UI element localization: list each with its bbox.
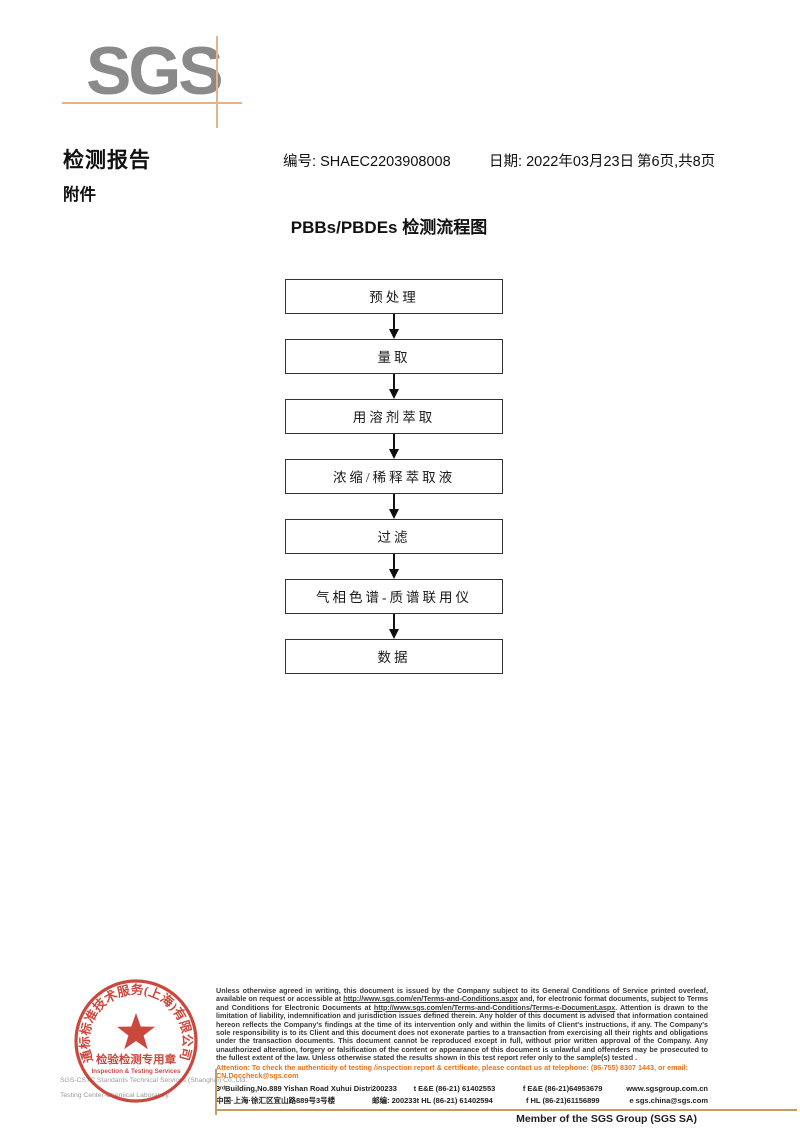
footer-vertical-rule xyxy=(215,1069,217,1115)
address-row-en: 3ʳᵈBuilding,No.889 Yishan Road Xuhui Dis… xyxy=(216,1083,708,1095)
disclaimer-text-1: Unless otherwise agreed in writing, this… xyxy=(216,986,708,1004)
flow-step-label: 量取 xyxy=(377,350,411,365)
telephone-1: t E&E (86-21) 61402553 xyxy=(413,1084,496,1094)
flow-step-label: 过滤 xyxy=(377,530,411,545)
flow-step-concentrate-dilute: 浓缩/稀释萃取液 xyxy=(285,459,503,494)
flowchart: 预处理 量取 用溶剂萃取 浓缩/稀释萃取液 过滤 气相色谱-质谱联用仪 数据 xyxy=(285,279,503,674)
company-name-en: SGS-CSTC Standards Technical Services (S… xyxy=(60,1073,247,1103)
flow-step-label: 预处理 xyxy=(369,290,419,305)
flow-arrow-down-icon xyxy=(285,374,503,399)
address-cn: 中国·上海·徐汇区宜山路889号3号楼 xyxy=(216,1095,336,1105)
flow-step-filtration: 过滤 xyxy=(285,519,503,554)
flow-step-label: 气相色谱-质谱联用仪 xyxy=(316,590,472,605)
stamp-star-icon xyxy=(117,1013,155,1050)
fax-1: f E&E (86-21)64953679 xyxy=(522,1084,603,1094)
flow-arrow-down-icon xyxy=(285,314,503,339)
sgs-logo: SGS xyxy=(86,33,224,109)
footer-text-column: Unless otherwise agreed in writing, this… xyxy=(216,986,708,1106)
logo-vertical-rule xyxy=(216,36,218,128)
website-link[interactable]: www.sgsgroup.com.cn xyxy=(626,1084,709,1094)
logo-horizontal-rule xyxy=(62,102,242,104)
report-number: 编号: SHAEC2203908008 xyxy=(283,150,451,171)
disclaimer-text-2: and, for electronic format documents, su… xyxy=(216,994,708,1012)
flow-arrow-down-icon xyxy=(285,434,503,459)
postcode-en: 200233 xyxy=(371,1084,397,1094)
flow-step-pretreatment: 预处理 xyxy=(285,279,503,314)
report-number-label: 编号: xyxy=(283,154,317,170)
attachment-label: 附件 xyxy=(63,185,96,204)
email-link[interactable]: e sgs.china@sgs.com xyxy=(629,1095,708,1105)
company-line1: SGS-CSTC Standards Technical Services (S… xyxy=(60,1077,247,1084)
disclaimer-text-3: . Attention is drawn to the limitation o… xyxy=(216,1002,708,1063)
attention-notice: Attention: To check the authenticity of … xyxy=(216,1062,688,1081)
flow-step-label: 用溶剂萃取 xyxy=(352,410,436,425)
flow-step-measure: 量取 xyxy=(285,339,503,374)
flow-arrow-down-icon xyxy=(285,614,503,639)
inspection-stamp: 通标标准技术服务(上海)有限公司 检验检测专用章 Inspection & Te… xyxy=(74,979,198,1103)
fax-2: f HL (86-21)61156899 xyxy=(525,1095,600,1105)
report-date-value: 2022年03月23日 xyxy=(526,154,635,170)
company-line2: Testing Center-Chemical Laboratory. xyxy=(60,1092,171,1099)
report-number-value: SHAEC2203908008 xyxy=(320,154,451,170)
flowchart-title: PBBs/PBDEs 检测流程图 xyxy=(290,218,488,237)
postcode-value: 200233 xyxy=(391,1095,417,1105)
report-date: 日期: 2022年03月23日 xyxy=(489,150,634,171)
report-date-label: 日期: xyxy=(489,154,523,170)
terms-link[interactable]: http://www.sgs.com/en/Terms-and-Conditio… xyxy=(343,994,518,1004)
sgs-group-member-note: Member of the SGS Group (SGS SA) xyxy=(516,1113,697,1125)
flow-arrow-down-icon xyxy=(285,554,503,579)
telephone-2: t HL (86-21) 61402594 xyxy=(416,1095,493,1105)
address-row-cn: 中国·上海·徐汇区宜山路889号3号楼 邮编: 200233 t HL (86-… xyxy=(216,1095,708,1107)
address-en: 3ʳᵈBuilding,No.889 Yishan Road Xuhui Dis… xyxy=(216,1084,372,1094)
postcode-label: 邮编: xyxy=(372,1095,390,1105)
flow-step-label: 浓缩/稀释萃取液 xyxy=(332,470,456,485)
flow-step-solvent-extraction: 用溶剂萃取 xyxy=(285,399,503,434)
report-title: 检测报告 xyxy=(63,148,151,172)
flow-step-label: 数据 xyxy=(377,650,411,665)
stamp-inner-line2: Inspection & Testing Services xyxy=(91,1068,181,1075)
legal-disclaimer: Unless otherwise agreed in writing, this… xyxy=(216,986,708,1063)
flow-step-data: 数据 xyxy=(285,639,503,674)
stamp-ring xyxy=(74,979,198,1103)
flow-step-gc-ms: 气相色谱-质谱联用仪 xyxy=(285,579,503,614)
page-indicator: 第6页,共8页 xyxy=(637,154,716,170)
postcode-cn: 邮编: 200233 xyxy=(372,1095,417,1107)
stamp-inner-line1: 检验检测专用章 xyxy=(96,1052,176,1066)
footer-horizontal-rule xyxy=(215,1109,797,1111)
terms-e-document-link[interactable]: http://www.sgs.com/en/Terms-and-Conditio… xyxy=(373,1002,616,1012)
flow-arrow-down-icon xyxy=(285,494,503,519)
address-block: 3ʳᵈBuilding,No.889 Yishan Road Xuhui Dis… xyxy=(216,1083,708,1106)
